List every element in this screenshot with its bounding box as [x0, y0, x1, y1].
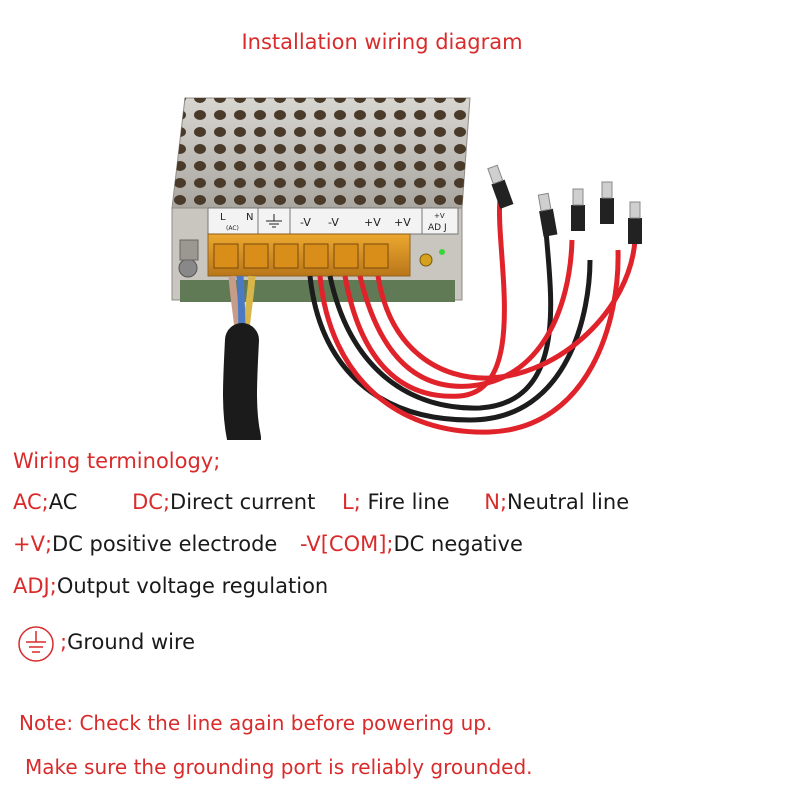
diagram-title: Installation wiring diagram: [241, 30, 523, 54]
term-ac-key: AC;: [13, 490, 49, 514]
term-pv-value: DC positive electrode: [52, 532, 278, 556]
terminology-row-ground: ;Ground wire: [60, 630, 195, 654]
terminal-label-n: N: [246, 212, 253, 223]
note-grounding: Make sure the grounding port is reliably…: [25, 755, 533, 779]
term-ac-value: AC: [48, 490, 78, 514]
term-ground-key: ;: [60, 630, 68, 654]
terminal-label-pos2: +V: [394, 216, 411, 229]
terminal-label-neg2: -V: [328, 216, 339, 229]
terminal-label-neg1: -V: [300, 216, 311, 229]
term-n-value: Neutral line: [507, 490, 630, 514]
terminology-row-2: +V;DC positive electrode -V[COM];DC nega…: [13, 532, 523, 556]
term-adj-value: Output voltage regulation: [56, 574, 329, 598]
terminal-label-pos1: +V: [364, 216, 381, 229]
terminology-row-3: ADJ;Output voltage regulation: [13, 574, 328, 598]
terminal-block: [207, 233, 445, 277]
term-dc-value: Direct current: [170, 490, 316, 514]
terminal-label-ac: (AC): [226, 225, 239, 232]
ac-input-cable: [223, 275, 261, 440]
ground-symbol-icon: [18, 626, 54, 662]
term-n-key: N;: [484, 490, 508, 514]
term-ground-value: Ground wire: [67, 630, 196, 654]
term-nv-key: -V[COM];: [300, 532, 394, 556]
dc-output-wires: [307, 199, 638, 435]
term-l-key: L;: [342, 490, 361, 514]
term-l-value: Fire line: [360, 490, 450, 514]
power-supply-photo: L (AC) N -V -V +V +V +V AD J: [171, 97, 642, 440]
term-pv-key: +V;: [13, 532, 53, 556]
note-check-line: Note: Check the line again before poweri…: [19, 711, 493, 735]
terminology-heading: Wiring terminology;: [13, 449, 221, 473]
dc-barrel-plugs: [487, 164, 642, 244]
term-dc-key: DC;: [132, 490, 171, 514]
terminal-label-adj: AD J: [428, 223, 447, 233]
terminal-label-l: L: [220, 212, 226, 223]
terminal-label-strip: L (AC) N -V -V +V +V +V AD J: [207, 207, 459, 235]
term-adj-key: ADJ;: [13, 574, 57, 598]
terminal-ground-icon: [266, 214, 282, 228]
terminal-label-adj-top: +V: [434, 212, 445, 220]
terminology-row-1: AC;AC DC;Direct current L; Fire line N;N…: [13, 490, 629, 514]
term-nv-value: DC negative: [393, 532, 523, 556]
